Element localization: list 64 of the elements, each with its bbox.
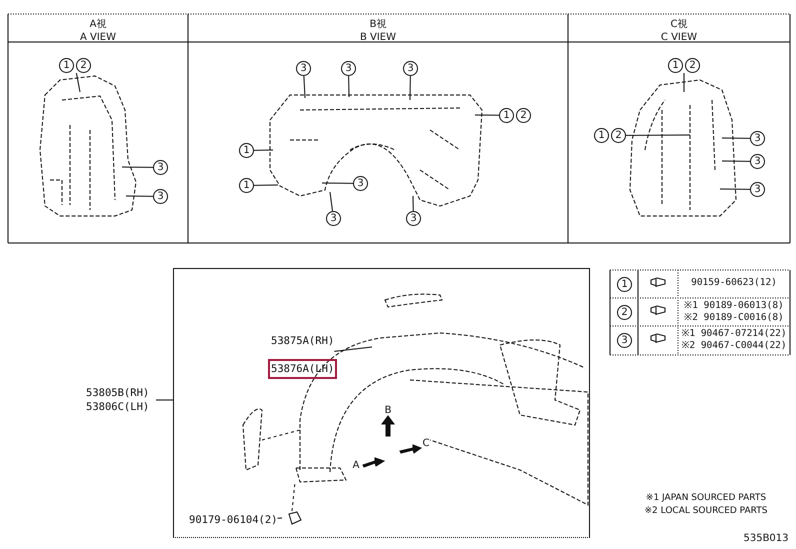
view-letter: A <box>352 459 360 472</box>
view-heading: A視 <box>90 18 106 31</box>
view-heading: B VIEW <box>360 31 396 44</box>
leader-line <box>76 72 80 92</box>
callout-number: 3 <box>153 189 168 204</box>
leader-line <box>254 150 274 151</box>
callout-number: 3 <box>153 160 168 175</box>
note: ※1 JAPAN SOURCED PARTS <box>646 492 766 505</box>
leader-line <box>348 76 350 98</box>
leader-line <box>303 76 306 98</box>
part-number: ※1 90467-07214(22) <box>681 328 787 340</box>
leader-line <box>122 166 154 168</box>
leader-line <box>474 114 500 116</box>
callout-number: 3 <box>341 61 356 76</box>
callout-number: 1 <box>617 277 632 292</box>
leader-line <box>412 196 414 212</box>
view-heading: B視 <box>370 18 386 31</box>
callout-number: 3 <box>750 154 765 169</box>
callout-number: 3 <box>617 333 632 348</box>
leader-line <box>410 76 411 100</box>
callout-number: 3 <box>750 131 765 146</box>
part-number: ※2 90189-C0016(8) <box>684 312 784 324</box>
callout-number: 2 <box>611 128 626 143</box>
callout-number: 3 <box>353 176 368 191</box>
callout-number: 1 <box>668 58 683 73</box>
callout-number: 1 <box>499 108 514 123</box>
leader-line <box>626 134 690 136</box>
leader-line <box>330 192 333 212</box>
view-letter: C <box>422 437 430 450</box>
callout-number: 1 <box>59 58 74 73</box>
view-heading: C VIEW <box>660 31 698 44</box>
leader-line <box>720 188 750 190</box>
drawing-number: 535B013 <box>743 532 789 545</box>
leader-line <box>322 182 354 184</box>
part-number: 90159-60623(12) <box>691 277 777 289</box>
leader-line <box>277 518 282 519</box>
part-number: 53805B(RH) 53806C(LH) <box>86 386 156 414</box>
callout-number: 1 <box>239 143 254 158</box>
part-number: 53875A(RH) <box>271 334 334 348</box>
view-letter: B <box>384 404 392 417</box>
callout-number: 2 <box>76 58 91 73</box>
callout-number: 1 <box>239 178 254 193</box>
highlighted-part-number: 53876A(LH) <box>271 362 334 376</box>
part-number: 90179-06104(2) <box>189 513 278 527</box>
callout-number: 3 <box>296 61 311 76</box>
leader-line <box>722 138 750 139</box>
leader-line <box>126 196 154 197</box>
leader-line <box>722 160 750 162</box>
note: ※2 LOCAL SOURCED PARTS <box>644 505 768 518</box>
callout-number: 3 <box>750 182 765 197</box>
part-number: ※1 90189-06013(8) <box>684 300 784 312</box>
callout-number: 3 <box>326 211 341 226</box>
part-number: ※2 90467-C0044(22) <box>681 340 787 352</box>
view-heading: A VIEW <box>80 31 116 44</box>
callout-number: 2 <box>516 108 531 123</box>
callout-number: 2 <box>617 305 632 320</box>
leader-line <box>334 346 372 352</box>
callout-number: 1 <box>594 128 609 143</box>
callout-number: 3 <box>403 61 418 76</box>
panel-frame <box>173 268 590 538</box>
callout-number: 3 <box>406 211 421 226</box>
view-heading: C視 <box>670 18 688 31</box>
leader-line <box>254 184 278 186</box>
callout-number: 2 <box>685 58 700 73</box>
